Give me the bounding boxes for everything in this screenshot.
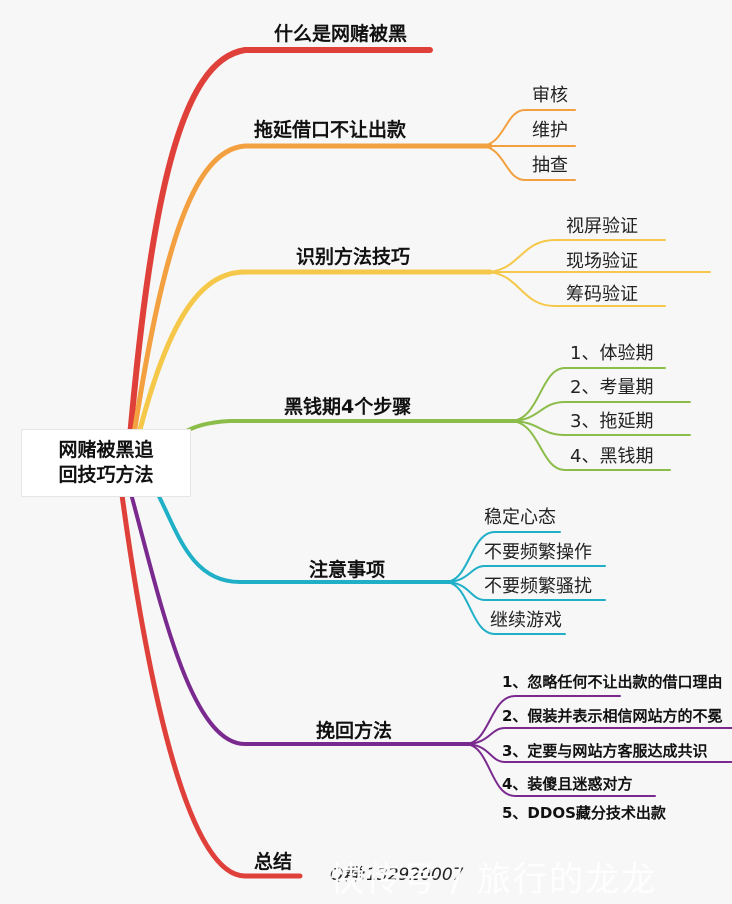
line-review: [479, 109, 576, 147]
line-stay-calm: [444, 531, 561, 583]
child-delay-period[interactable]: 3、拖延期: [570, 411, 654, 432]
root-node[interactable]: 网赌被黑追 回技巧方法: [22, 430, 190, 496]
line-keep-playing: [444, 581, 566, 635]
child-keep-playing[interactable]: 继续游戏: [490, 610, 562, 631]
child-chip-verify[interactable]: 筹码验证: [566, 284, 638, 305]
child-pretend-believe[interactable]: 2、假装并表示相信网站方的不冕: [502, 707, 723, 725]
child-maintenance[interactable]: 维护: [532, 120, 568, 141]
branch-summary[interactable]: 总结: [254, 851, 293, 873]
branch-notes[interactable]: 注意事项: [309, 559, 386, 581]
line-recovery: [128, 488, 472, 746]
root-label-line1: 网赌被黑追: [58, 439, 154, 462]
branch-recovery[interactable]: 挽回方法: [316, 720, 393, 742]
branch-four-steps[interactable]: 黑钱期4个步骤: [284, 396, 412, 418]
child-no-harass[interactable]: 不要频繁骚扰: [484, 576, 592, 597]
child-stay-calm[interactable]: 稳定心态: [484, 507, 556, 528]
line-experience-period: [509, 367, 666, 422]
branch-what-is[interactable]: 什么是网赌被黑: [274, 23, 408, 45]
child-ddos-hide[interactable]: 5、DDOS藏分技术出款: [502, 804, 666, 822]
line-identify: [129, 269, 493, 465]
line-notes: [148, 478, 452, 584]
child-experience-period[interactable]: 1、体验期: [570, 343, 654, 364]
line-delay-excuses: [127, 143, 493, 463]
line-play-dumb: [464, 743, 656, 797]
child-reach-consensus[interactable]: 3、定要与网站方客服达成共识: [502, 742, 708, 760]
watermark-text: 快传号 / 旅行的龙龙: [330, 860, 658, 900]
child-play-dumb[interactable]: 4、装傻且迷惑对方: [502, 775, 633, 793]
line-what-is: [125, 47, 433, 463]
branch-identify[interactable]: 识别方法技巧: [296, 246, 411, 268]
line-pretend-believe: [464, 727, 732, 745]
line-four-steps: [138, 419, 522, 472]
root-label-line2: 回技巧方法: [58, 464, 154, 486]
line-delay-period: [509, 420, 691, 436]
watermark-qq: Q群:132920007: [330, 865, 464, 885]
child-onsite-verify[interactable]: 现场验证: [566, 251, 638, 272]
line-spot-check: [479, 145, 576, 181]
child-no-frequent-ops[interactable]: 不要频繁操作: [484, 542, 592, 563]
line-ignore-excuses: [464, 695, 621, 745]
child-review[interactable]: 审核: [532, 85, 568, 106]
line-black-money-period: [509, 420, 671, 471]
child-ignore-excuses[interactable]: 1、忽略任何不让出款的借口理由: [502, 673, 723, 691]
branch-delay-excuses[interactable]: 拖延借口不让出款: [254, 119, 407, 141]
child-black-money-period[interactable]: 4、黑钱期: [570, 446, 654, 467]
line-no-frequent-ops: [444, 565, 606, 583]
line-chip-verify: [484, 271, 666, 307]
line-assessment-period: [509, 401, 691, 422]
child-assessment-period[interactable]: 2、考量期: [570, 377, 654, 398]
child-video-verify[interactable]: 视屏验证: [566, 216, 638, 237]
line-summary: [119, 492, 303, 879]
line-video-verify: [484, 239, 666, 273]
child-spot-check[interactable]: 抽查: [532, 155, 568, 176]
